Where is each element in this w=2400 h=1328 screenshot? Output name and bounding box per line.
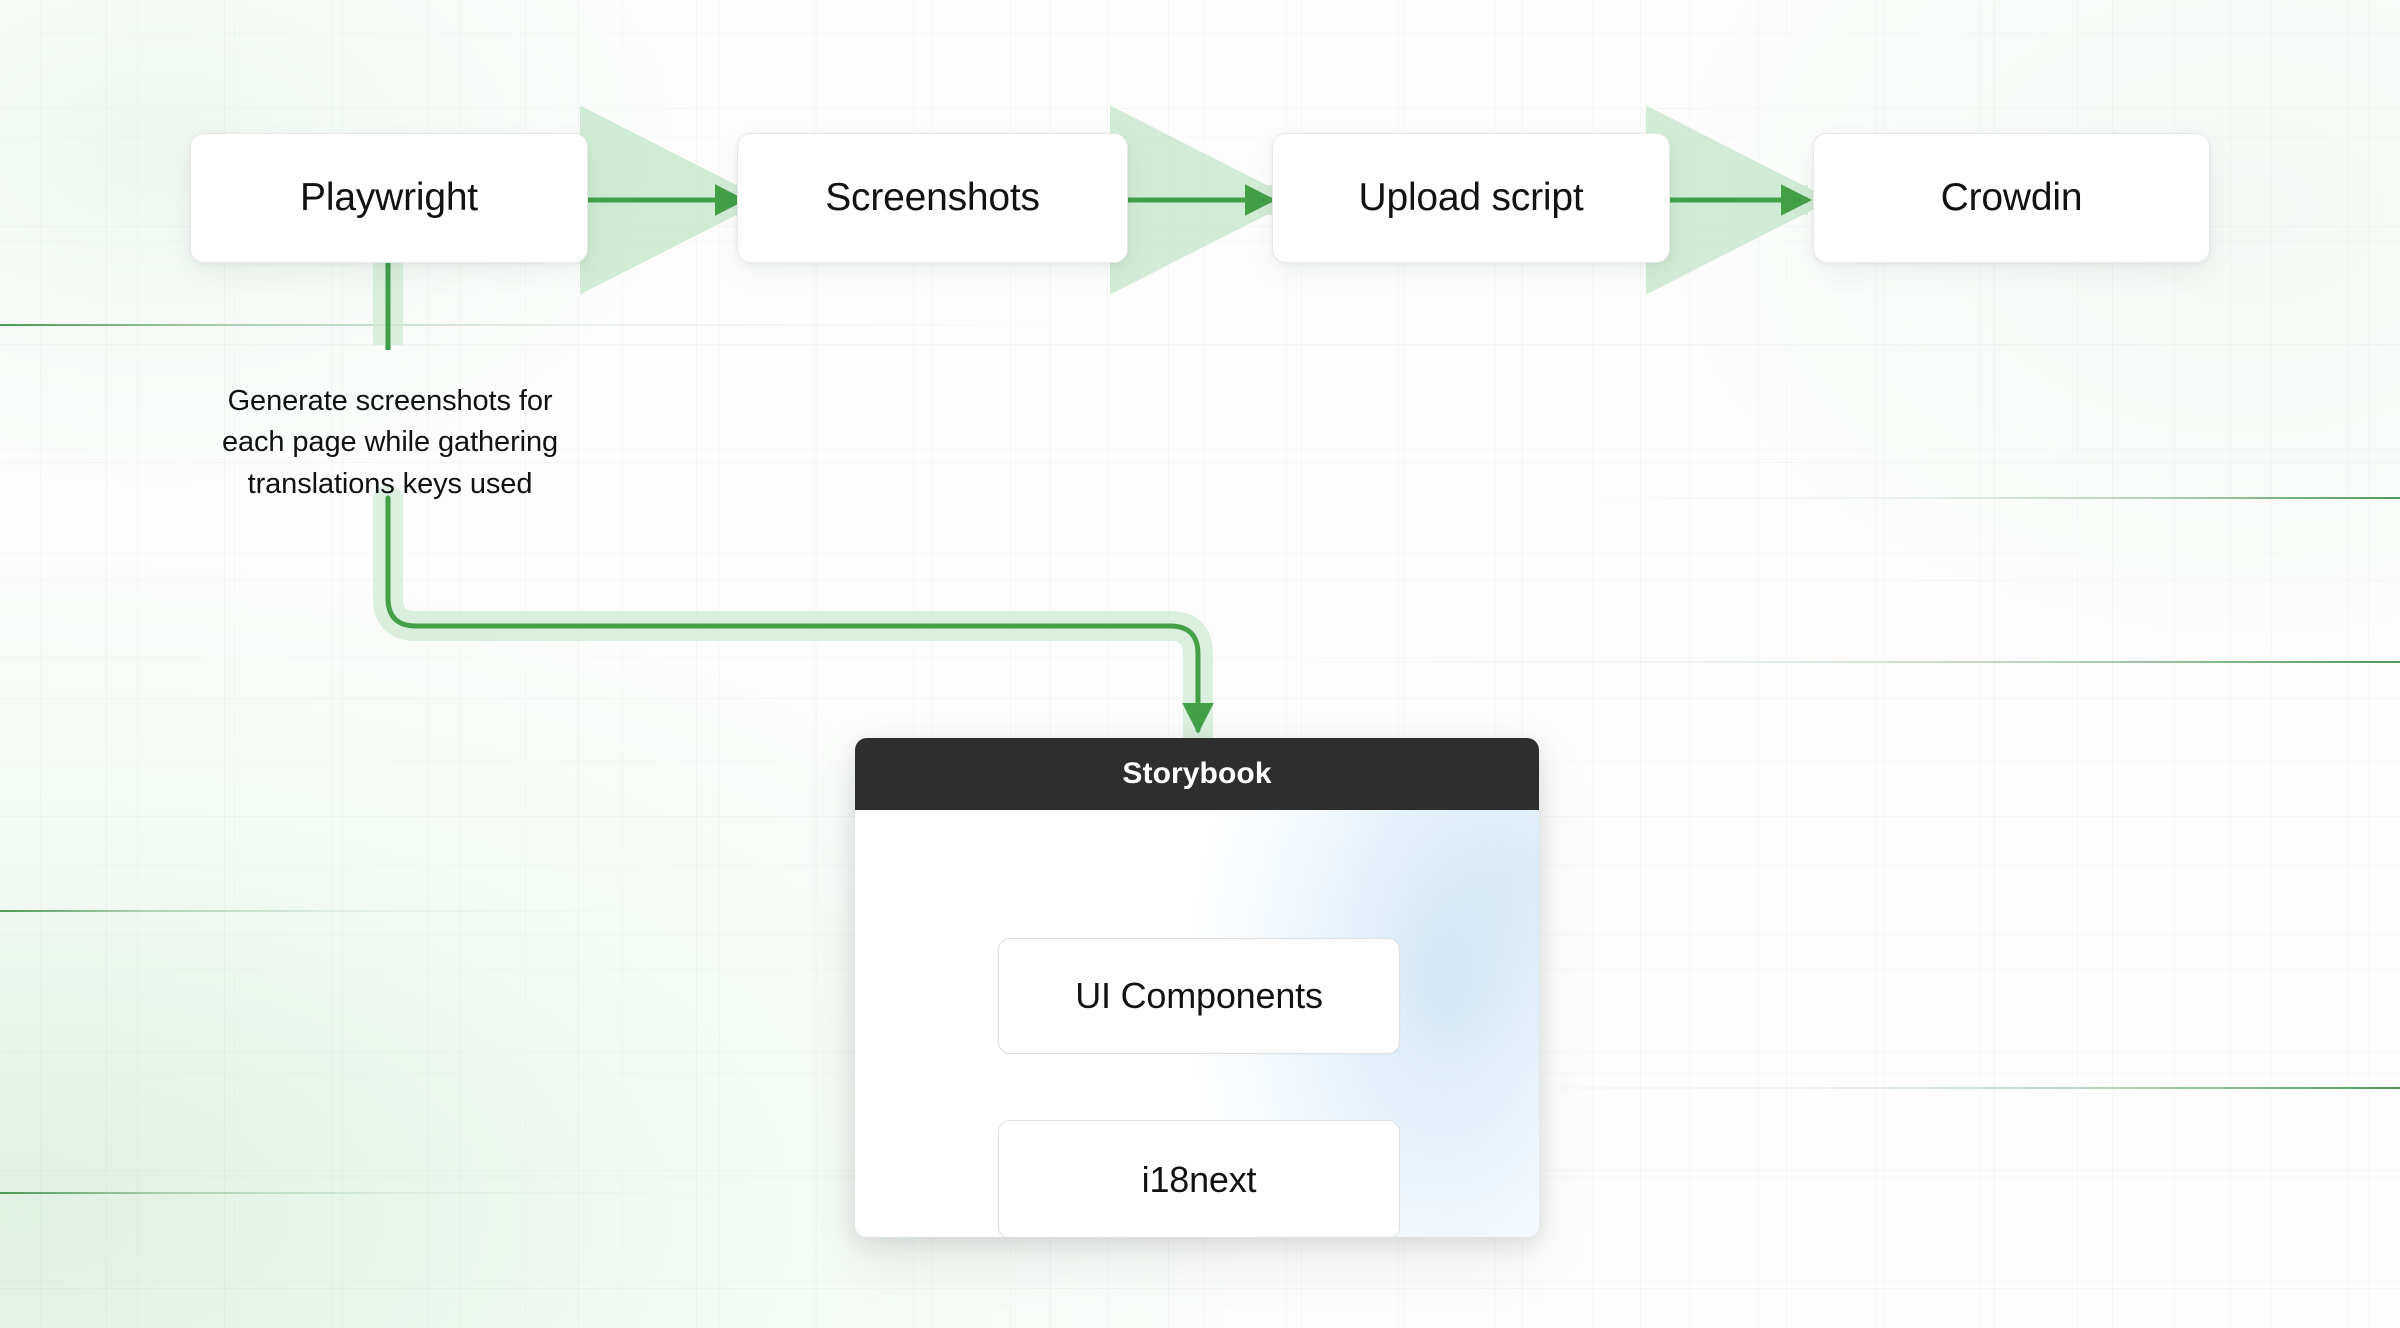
node-i18next[interactable]: i18next bbox=[998, 1120, 1400, 1237]
accent-rule bbox=[0, 910, 640, 912]
node-label: Screenshots bbox=[825, 176, 1040, 219]
node-label: Upload script bbox=[1358, 176, 1584, 219]
node-crowdin[interactable]: Crowdin bbox=[1813, 133, 2210, 263]
accent-rule bbox=[0, 1192, 720, 1194]
node-screenshots[interactable]: Screenshots bbox=[737, 133, 1128, 263]
accent-rule bbox=[1450, 1087, 2400, 1089]
storybook-panel-body: UI Components i18next bbox=[855, 810, 1539, 1237]
storybook-panel[interactable]: Storybook UI Components i18next bbox=[855, 738, 1539, 1237]
edge-playwright-storybook bbox=[385, 495, 1214, 734]
accent-rule bbox=[0, 324, 1060, 326]
storybook-title: Storybook bbox=[1122, 757, 1272, 790]
storybook-panel-header: Storybook bbox=[855, 738, 1539, 810]
node-label: Crowdin bbox=[1940, 176, 2083, 219]
node-label: UI Components bbox=[1075, 975, 1323, 1016]
edge-caption: Generate screenshots for each page while… bbox=[221, 385, 559, 500]
node-playwright[interactable]: Playwright bbox=[190, 133, 588, 263]
node-upload-script[interactable]: Upload script bbox=[1272, 133, 1670, 263]
accent-rule bbox=[1580, 497, 2400, 499]
node-label: i18next bbox=[1141, 1158, 1257, 1200]
node-label: Playwright bbox=[300, 176, 478, 219]
node-ui-components[interactable]: UI Components bbox=[998, 938, 1400, 1054]
accent-rule bbox=[1280, 661, 2400, 663]
background-wash-top-right bbox=[1650, 0, 2400, 650]
